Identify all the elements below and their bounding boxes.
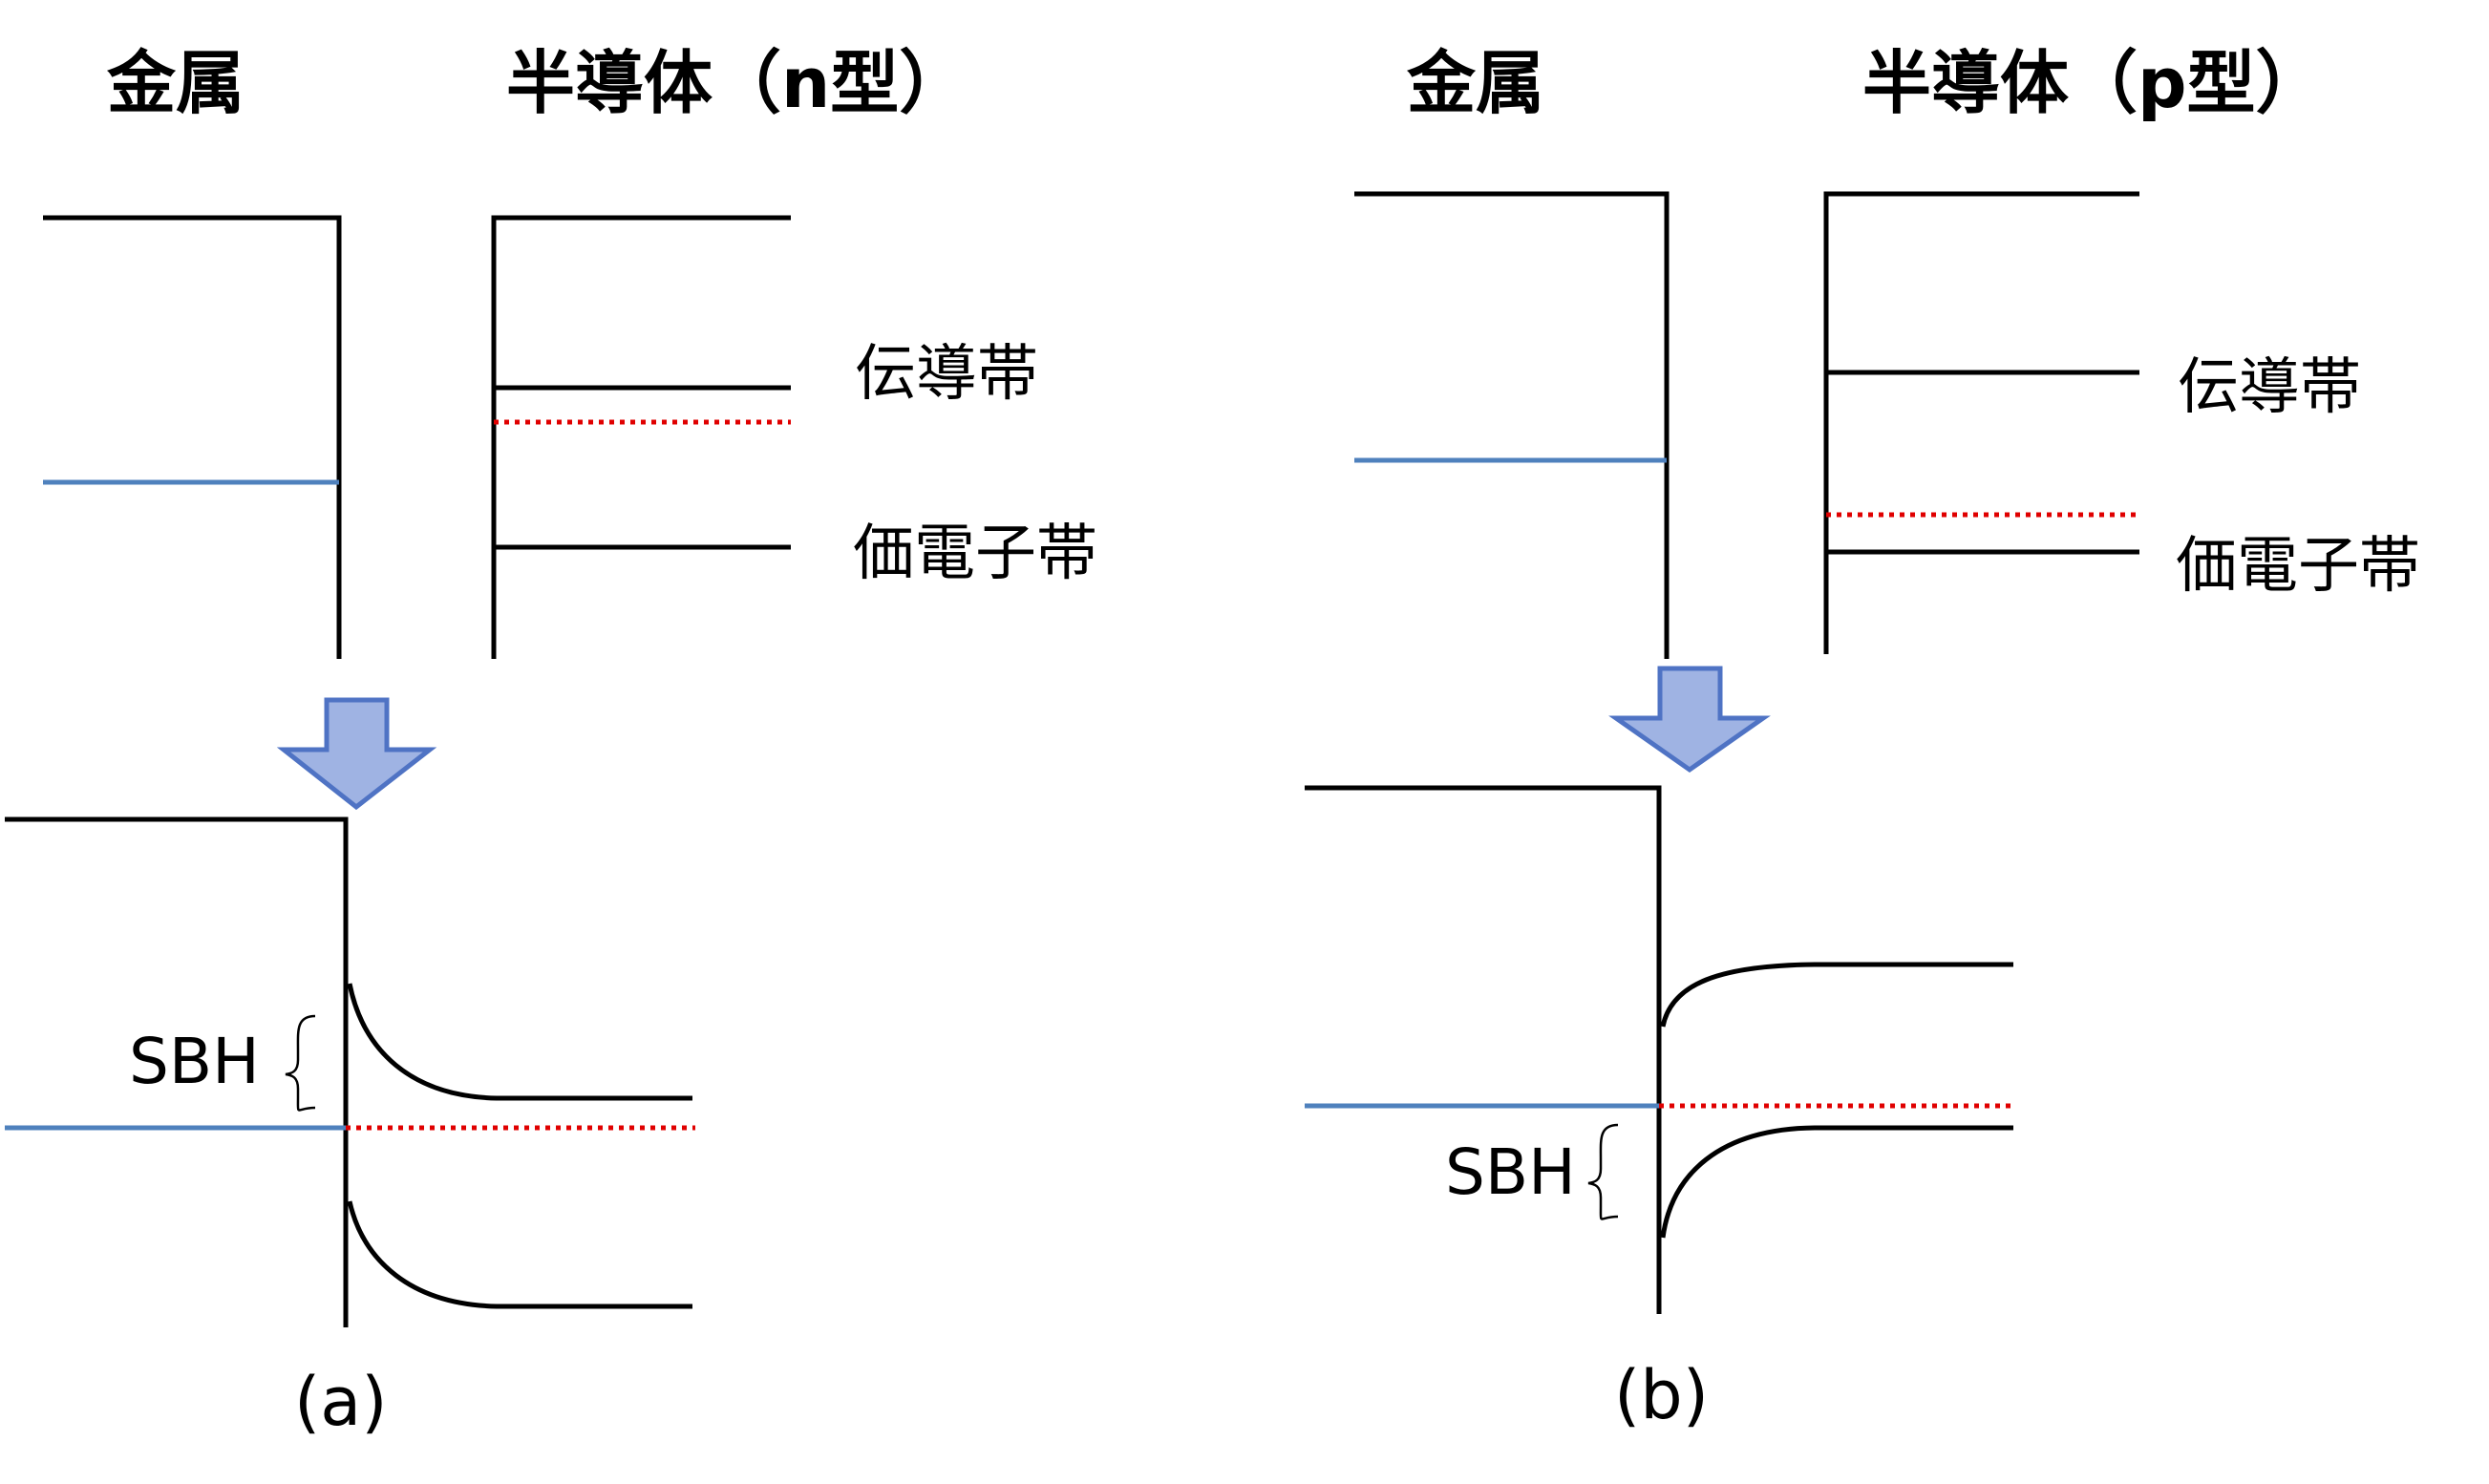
panel-b-semiconductor-title: 半導体（p型） [1862,43,2325,123]
panel-a-valence-band-label: 価電子帯 [853,519,1097,589]
panel-a-metal-title: 金属 [106,43,245,123]
panel-b-bent-valence-band [1660,1125,2013,1239]
panel-b-metal-title: 金属 [1406,43,1544,123]
panel-b-down-arrow-icon [1608,666,1771,774]
panel-b-semiconductor-vacuum-level [1823,191,2139,654]
panel-b-sbh-label: SBH [1445,1135,1576,1209]
panel-b-sbh-brace [1587,1123,1619,1220]
panel-b-valence-band-label: 価電子帯 [2176,531,2420,602]
panel-a-sbh-label: SBH [129,1025,260,1098]
panel-a-caption: (a) [294,1363,388,1441]
panel-a-semiconductor-vacuum-level [491,215,791,659]
panel-b-metal-vacuum-level [1354,191,1670,659]
panel-a-conduction-band-label: 伝導帯 [855,339,1038,410]
panel-b-bent-conduction-band [1660,962,2013,1028]
panel-a-bent-valence-band [347,1200,692,1309]
panel-b-conduction-band-label: 伝導帯 [2178,352,2361,423]
panel-b-contact-metal-edge [1305,785,1662,1314]
panel-b-caption: (b) [1614,1356,1709,1434]
panel-a-down-arrow-icon [276,697,437,811]
panel-a-metal-vacuum-level [43,215,342,659]
panel-a: 金属 半導体（n型） 伝導帯 価電子帯 SBH (a) [5,43,1097,1441]
panel-a-sbh-brace [285,1014,316,1112]
panel-a-semiconductor-title: 半導体（n型） [506,43,968,123]
panel-a-contact-metal-edge [5,816,349,1327]
panel-a-bent-conduction-band [347,983,692,1101]
panel-b: 金属 半導体（p型） 伝導帯 価電子帯 SBH (b) [1305,43,2420,1434]
